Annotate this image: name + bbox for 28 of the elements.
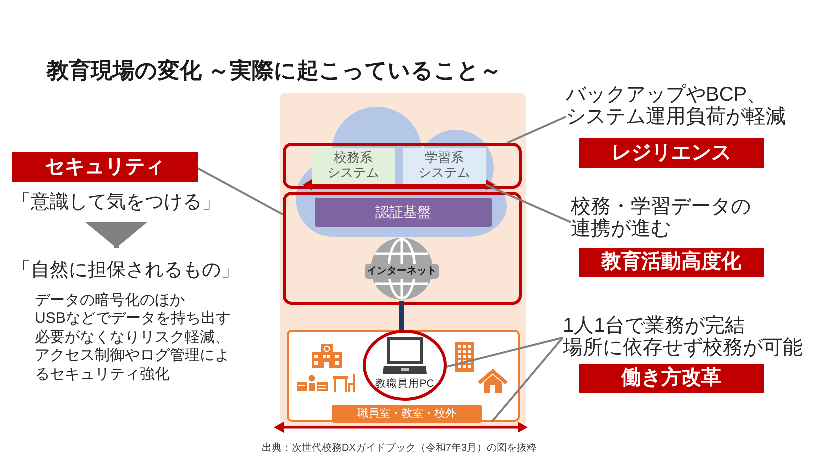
callout-text: バックアップやBCP、システム運用負荷が軽減 <box>566 84 792 128</box>
source-note: 出典：次世代校務DXガイドブック（令和7年3月）の図を抜粋 <box>262 442 538 455</box>
device-label: 教職員用PC <box>376 378 434 391</box>
theme-banner: 教育活動高度化 <box>579 248 764 277</box>
leader-line <box>491 337 564 423</box>
system-panel: 校務系システム <box>312 148 395 185</box>
system-panel: 学習系システム <box>403 148 486 185</box>
callout-text: 校務・学習データの連携が進む <box>571 196 763 240</box>
highlight-frame <box>283 192 522 305</box>
theme-banner: 働き方改革 <box>579 364 764 393</box>
callout-text: 1人1台で業務が完結場所に依存せず校務が可能 <box>563 315 811 359</box>
description-text: データの暗号化のほかUSBなどでデータを持ち出す必要がなくなりリスク軽減、アクセス制御やログ管理によるセキュリティ強化 <box>35 292 232 384</box>
connector-line <box>399 301 404 330</box>
leader-line <box>507 116 566 144</box>
slide-title: 教育現場の変化 ～実際に起こっていること～ <box>47 57 502 85</box>
theme-banner: セキュリティ <box>12 152 198 182</box>
location-frame <box>287 330 520 422</box>
network-label: インターネット <box>365 264 439 279</box>
quote-text: 「自然に担保されるもの」 <box>12 248 248 286</box>
down-arrow <box>85 222 148 248</box>
quote-text: 「意識して気をつける」 <box>12 188 224 222</box>
theme-banner: レジリエンス <box>579 138 764 168</box>
platform-bar: 認証基盤 <box>315 198 492 227</box>
leader-line <box>486 184 572 224</box>
leader-line <box>198 168 284 216</box>
double-arrow <box>303 180 495 190</box>
highlight-frame <box>283 143 522 189</box>
location-bar: 職員室・教室・校外 <box>332 405 482 423</box>
